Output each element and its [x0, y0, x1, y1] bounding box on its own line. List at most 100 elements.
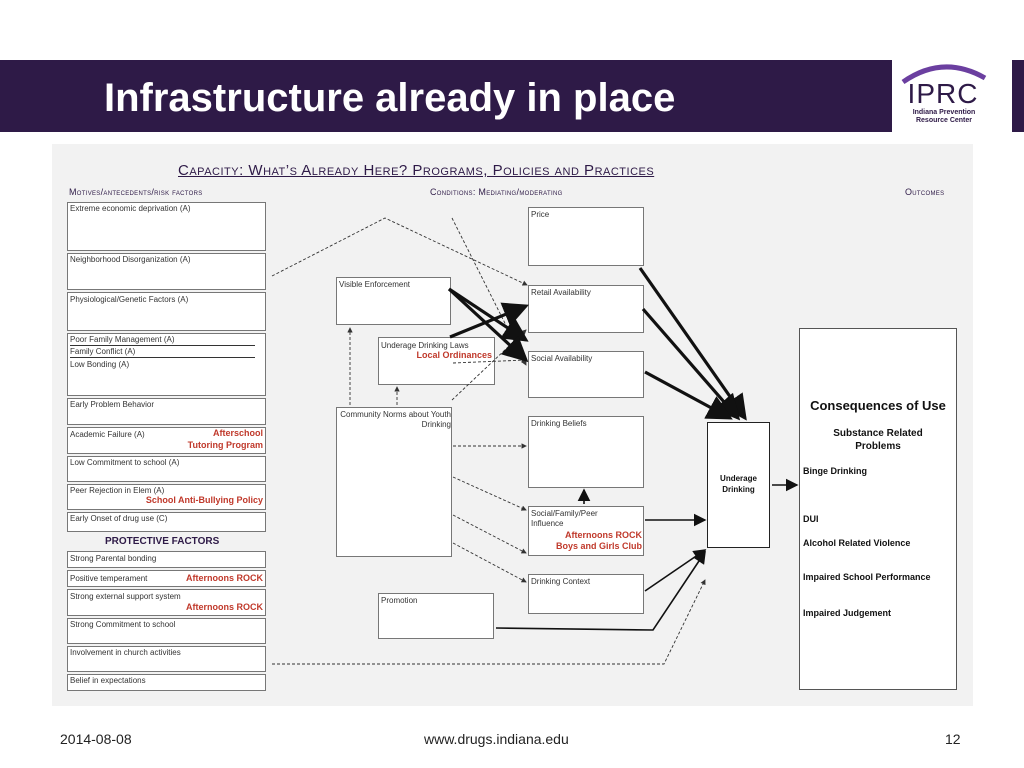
dashed-arrow — [272, 579, 706, 665]
box-drinking-beliefs — [528, 416, 644, 488]
label-underage-drinking: Underage Drinking — [720, 474, 757, 494]
risk-box-early-onset — [67, 512, 266, 532]
risk-box-family — [67, 333, 266, 396]
label-underage-laws: Underage Drinking Laws — [381, 341, 469, 350]
bold-arrow — [449, 302, 529, 339]
prot-box-church — [67, 646, 266, 672]
prot-box-temperament — [67, 570, 266, 587]
dashed-arrow — [452, 514, 527, 554]
box-price — [528, 207, 644, 266]
dashed-arrow — [452, 357, 527, 364]
footer-url[interactable]: www.drugs.indiana.edu — [424, 731, 569, 747]
dashed-arrow — [271, 217, 528, 286]
box-underage-laws — [378, 337, 495, 385]
label-promotion: Promotion — [381, 596, 418, 605]
dashed-arrow — [452, 542, 527, 583]
risk-low-commit: Low Commitment to school (A) — [70, 458, 180, 467]
program-anti-bullying: School Anti-Bullying Policy — [145, 495, 263, 505]
prot-external: Strong external support system — [70, 592, 181, 601]
outcomes-heading: Consequences of Use — [810, 398, 946, 413]
footer-date: 2014-08-08 — [60, 731, 132, 747]
outcomes-subheading: Substance Related Problems — [833, 428, 923, 452]
bold-arrow — [641, 307, 741, 421]
risk-box-neighborhood — [67, 253, 266, 290]
prot-temperament: Positive temperament — [70, 574, 148, 583]
box-promotion — [378, 593, 494, 639]
prot-belief: Belief in expectations — [70, 676, 146, 685]
risk-family-conflict: Family Conflict (A) — [70, 347, 255, 358]
column-heading-right: Outcomes — [905, 187, 945, 197]
diagram-heading: Capacity: What’s Already Here? Programs,… — [178, 162, 655, 179]
logo-arc-icon — [901, 64, 987, 85]
solid-arrow — [495, 550, 706, 631]
risk-box-peer-reject — [67, 484, 266, 510]
dashed-arrow — [451, 329, 527, 401]
bold-arrow — [448, 287, 529, 342]
iprc-logo: IPRC Indiana Prevention Resource Center — [895, 60, 991, 132]
prot-box-belief — [67, 674, 266, 691]
label-peer-influence: Social/Family/Peer Influence — [531, 509, 598, 528]
program-local-ordinances: Local Ordinances — [416, 350, 492, 360]
risk-neighborhood: Neighborhood Disorganization (A) — [70, 255, 191, 264]
label-drinking-beliefs: Drinking Beliefs — [531, 419, 587, 428]
label-price: Price — [531, 210, 550, 219]
bold-arrow — [638, 267, 747, 421]
risk-academic: Academic Failure (A) — [70, 430, 145, 439]
title-bar — [0, 60, 892, 132]
label-visible-enforcement: Visible Enforcement — [339, 280, 410, 289]
title-bar-end — [1012, 60, 1024, 132]
prot-box-school — [67, 618, 266, 644]
prot-box-external — [67, 589, 266, 616]
risk-box-economic — [67, 202, 266, 251]
column-heading-left: Motives/antecedents/risk factors — [69, 187, 203, 197]
risk-physiological: Physiological/Genetic Factors (A) — [70, 295, 189, 304]
prot-parental: Strong Parental bonding — [70, 554, 157, 563]
protective-heading: PROTECTIVE FACTORS — [105, 536, 220, 547]
risk-family-mgmt: Poor Family Management (A) — [70, 335, 255, 346]
bold-arrow — [644, 370, 733, 420]
program-afternoons-rock-1: Afternoons ROCK — [186, 573, 263, 583]
box-social-availability — [528, 351, 644, 398]
outcome-item: Impaired Judgement — [803, 608, 892, 618]
box-drinking-context — [528, 574, 644, 614]
risk-box-physiological — [67, 292, 266, 331]
box-visible-enforcement — [336, 277, 451, 325]
box-retail — [528, 285, 644, 333]
box-peer-influence — [528, 506, 644, 556]
solid-arrow — [644, 549, 707, 592]
outcome-item: DUI — [803, 514, 819, 524]
box-underage-drinking — [707, 422, 770, 548]
slide-title: Infrastructure already in place — [104, 76, 676, 120]
label-drinking-context: Drinking Context — [531, 577, 591, 586]
logo-subtitle: Indiana Prevention Resource Center — [912, 109, 976, 124]
logo-name: IPRC — [907, 78, 979, 109]
outcome-item: Impaired School Performance — [803, 572, 931, 582]
dashed-arrow — [451, 217, 527, 366]
outcome-item: Alcohol Related Violence — [803, 538, 911, 548]
program-boys-girls-club: Boys and Girls Club — [555, 541, 642, 551]
risk-box-early-problem — [67, 398, 266, 425]
footer-page-number: 12 — [945, 731, 961, 747]
program-afternoons-rock-3: Afternoons ROCK — [565, 530, 642, 540]
risk-early-problem: Early Problem Behavior — [70, 400, 155, 409]
column-heading-mid: Conditions: Mediating/moderating — [430, 187, 563, 197]
risk-peer-reject: Peer Rejection in Elem (A) — [70, 486, 165, 495]
program-afternoons-rock-2: Afternoons ROCK — [186, 602, 263, 612]
outcome-item: Binge Drinking — [803, 466, 868, 476]
program-afterschool: Afterschool — [212, 428, 263, 438]
risk-box-low-commit — [67, 456, 266, 482]
prot-school: Strong Commitment to school — [70, 620, 176, 629]
label-community-norms: Community Norms about Youth Drinking — [340, 410, 451, 429]
program-tutoring: Tutoring Program — [187, 440, 263, 450]
prot-church: Involvement in church activities — [70, 648, 181, 657]
box-outcomes — [799, 328, 957, 690]
risk-box-academic — [67, 427, 266, 454]
risk-economic: Extreme economic deprivation (A) — [70, 204, 191, 213]
label-social-availability: Social Availability — [531, 354, 593, 363]
box-community-norms — [336, 407, 452, 557]
risk-early-onset: Early Onset of drug use (C) — [70, 514, 168, 523]
risk-low-bonding: Low Bonding (A) — [70, 360, 130, 369]
dashed-arrow — [452, 476, 527, 511]
label-retail: Retail Availability — [531, 288, 591, 297]
